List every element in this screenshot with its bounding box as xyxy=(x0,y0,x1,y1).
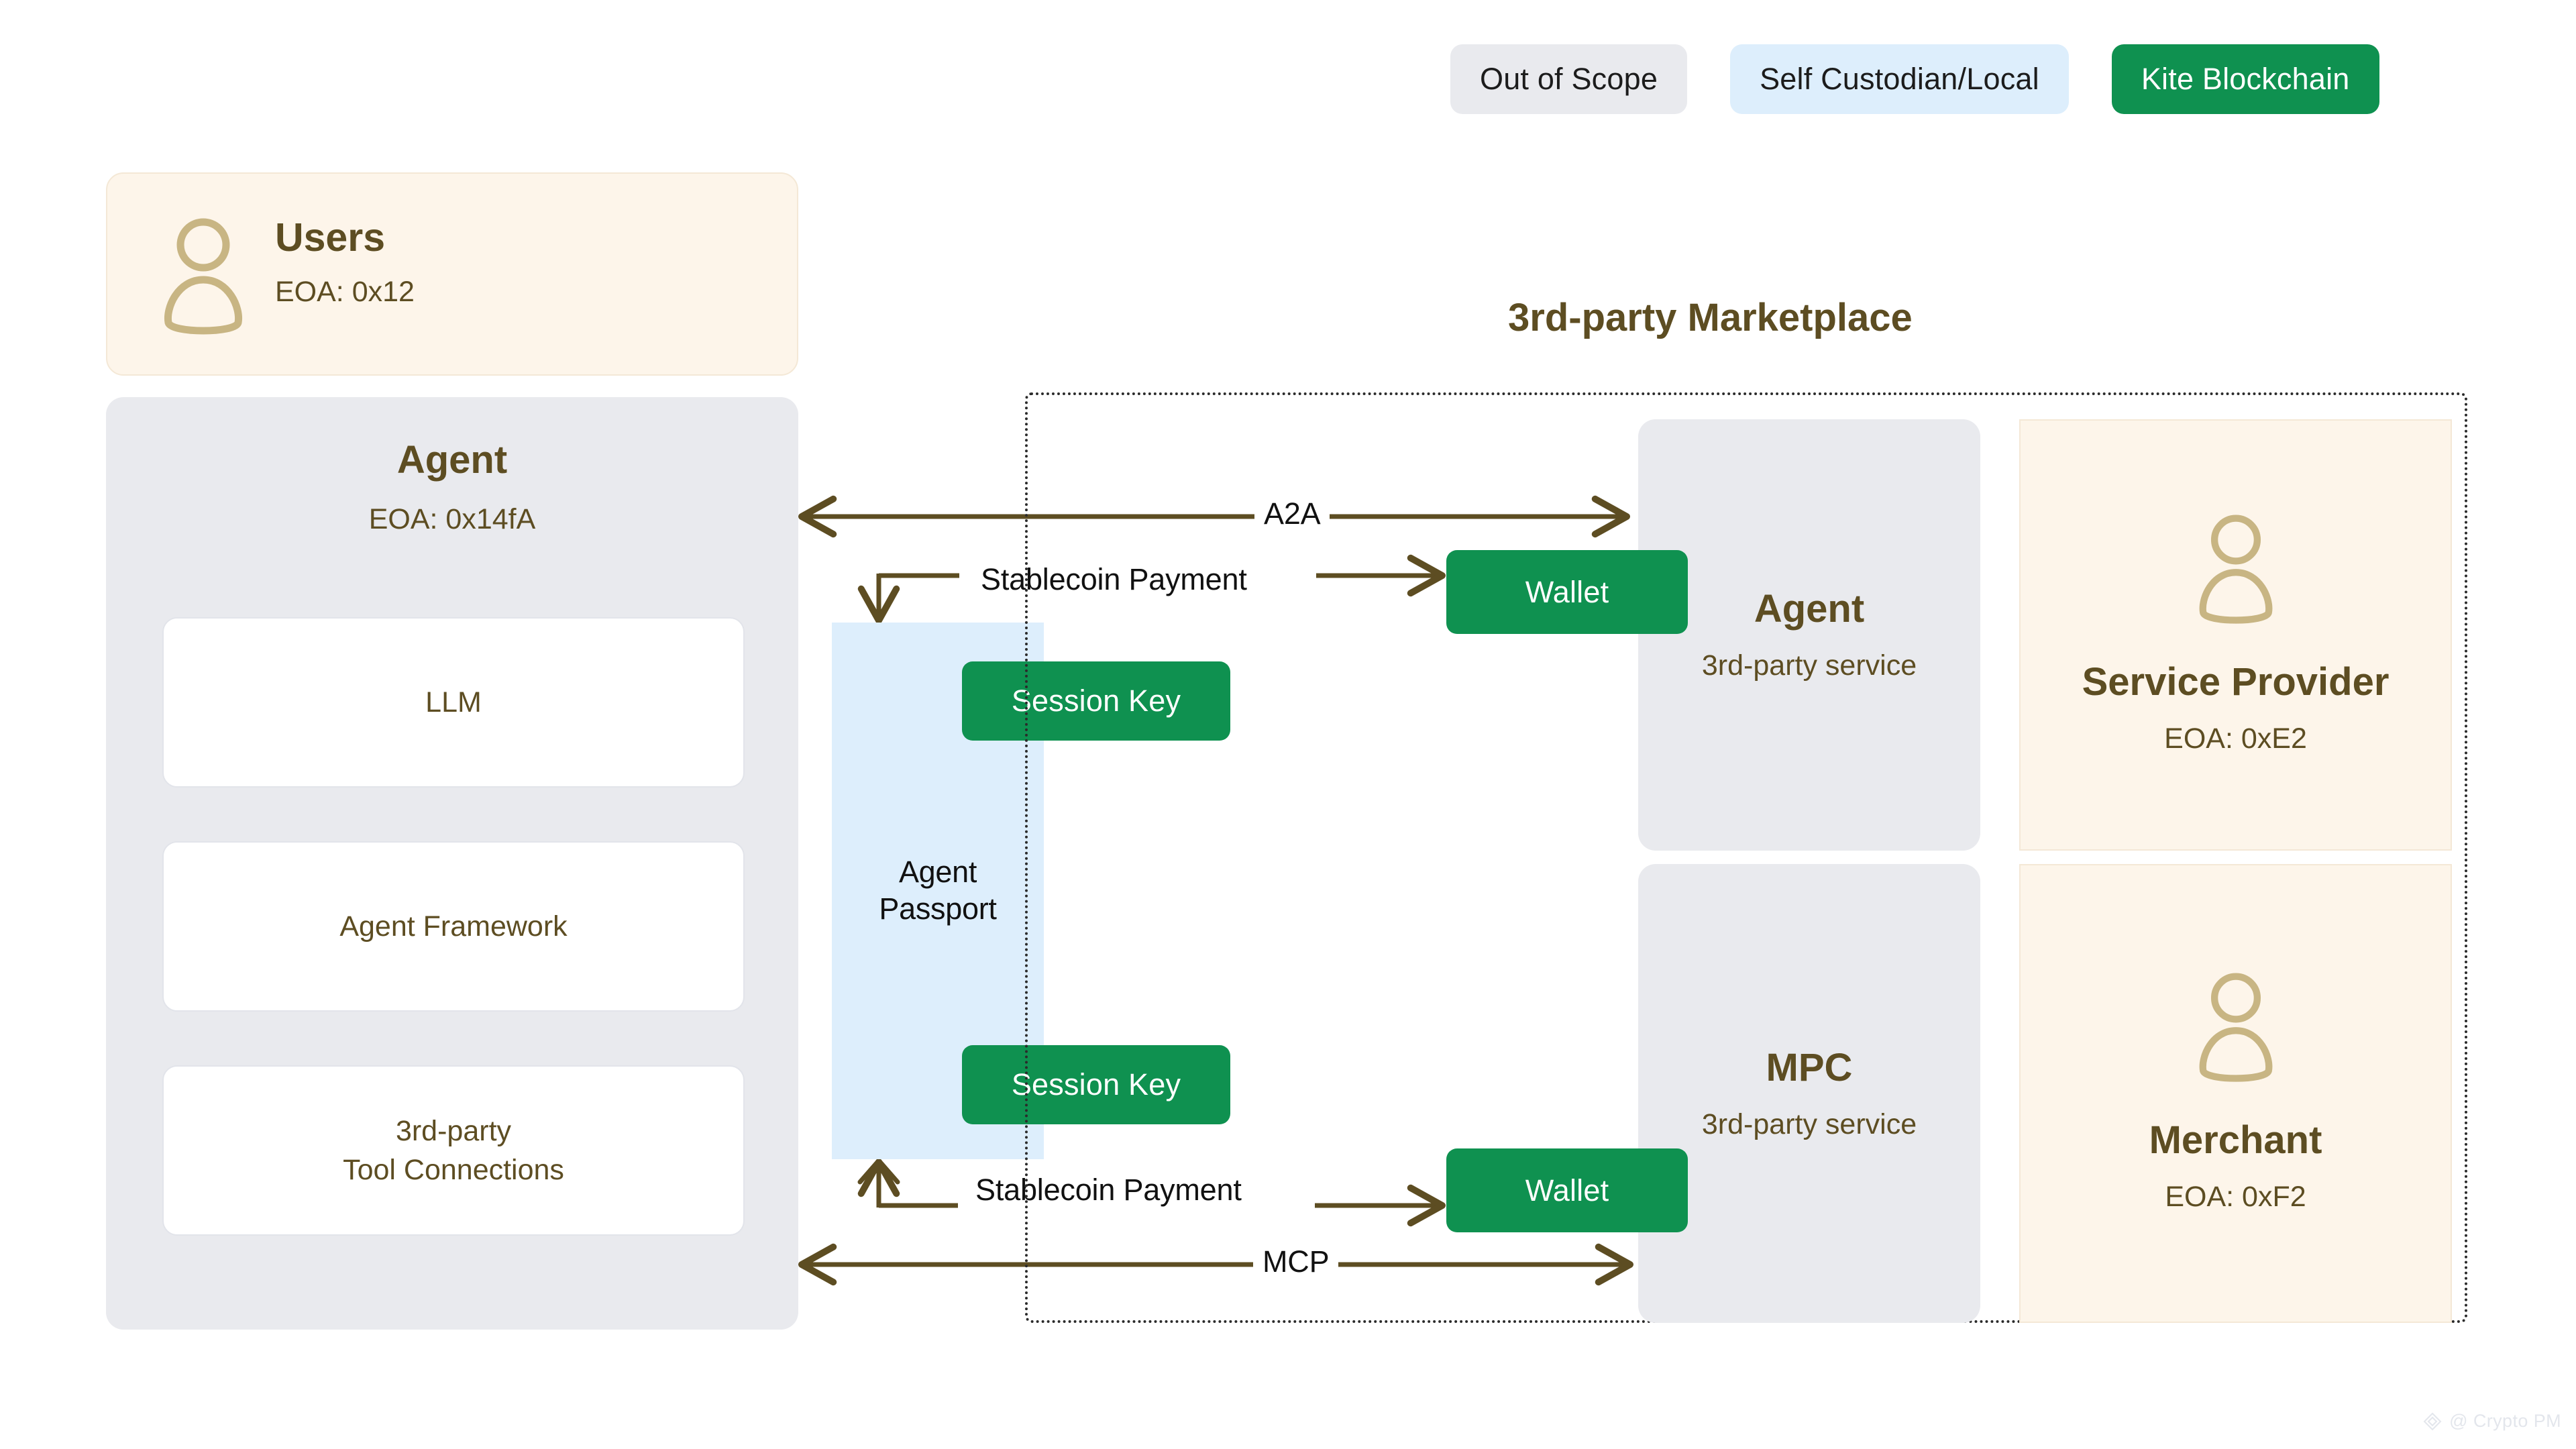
legend-item-kite-blockchain: Kite Blockchain xyxy=(2111,44,2379,114)
agent-panel: Agent EOA: 0x14fA LLM Agent Framework 3r… xyxy=(106,397,798,1330)
marketplace-card-mpc-title: MPC xyxy=(1766,1045,1853,1089)
person-icon xyxy=(2199,973,2272,1083)
users-address: EOA: 0x12 xyxy=(275,275,415,308)
legend-item-self-custodian: Self Custodian/Local xyxy=(1730,44,2069,114)
legend-item-out-of-scope: Out of Scope xyxy=(1450,44,1688,114)
users-title: Users xyxy=(275,215,386,260)
session-key-badge-top: Session Key xyxy=(962,661,1230,741)
connector-label-stablecoin-payment-bottom: Stablecoin Payment xyxy=(966,1173,1251,1208)
users-card: Users EOA: 0x12 xyxy=(106,172,798,376)
marketplace-card-service-provider-sub: EOA: 0xE2 xyxy=(2164,722,2307,755)
watermark-text: @ Crypto PM xyxy=(2449,1411,2561,1431)
marketplace-card-mpc-sub: 3rd-party service xyxy=(1701,1108,1917,1140)
person-icon xyxy=(164,218,243,335)
agent-panel-address: EOA: 0x14fA xyxy=(368,503,536,535)
agent-component-llm-label: LLM xyxy=(425,686,482,718)
marketplace-card-agent-title: Agent xyxy=(1754,587,1865,631)
agent-component-framework: Agent Framework xyxy=(162,841,745,1012)
legend: Out of Scope Self Custodian/Local Kite B… xyxy=(1450,44,2379,114)
marketplace-card-service-provider: Service Provider EOA: 0xE2 xyxy=(2019,419,2452,851)
marketplace-card-mpc: MPC 3rd-party service xyxy=(1638,864,1980,1323)
marketplace-card-merchant-title: Merchant xyxy=(2149,1118,2322,1163)
connector-label-mcp: MCP xyxy=(1253,1244,1339,1279)
marketplace-card-agent-sub: 3rd-party service xyxy=(1701,649,1917,682)
agent-panel-title: Agent xyxy=(396,438,508,482)
watermark: @ Crypto PM xyxy=(2422,1411,2561,1432)
session-key-badge-bottom: Session Key xyxy=(962,1045,1230,1124)
wallet-badge-bottom: Wallet xyxy=(1446,1148,1688,1232)
diamond-logo-icon xyxy=(2423,1412,2442,1430)
users-text-block: Users EOA: 0x12 xyxy=(275,215,415,309)
person-icon xyxy=(2199,515,2272,624)
connector-label-a2a: A2A xyxy=(1254,496,1330,531)
marketplace-card-merchant: Merchant EOA: 0xF2 xyxy=(2019,864,2452,1323)
agent-component-framework-label: Agent Framework xyxy=(339,910,568,943)
marketplace-card-service-provider-title: Service Provider xyxy=(2082,659,2390,704)
agent-component-llm: LLM xyxy=(162,617,745,788)
wallet-badge-top: Wallet xyxy=(1446,550,1688,634)
marketplace-card-agent: Agent 3rd-party service xyxy=(1638,419,1980,851)
marketplace-title: 3rd-party Marketplace xyxy=(1508,296,1913,339)
marketplace-card-merchant-sub: EOA: 0xF2 xyxy=(2165,1181,2306,1214)
